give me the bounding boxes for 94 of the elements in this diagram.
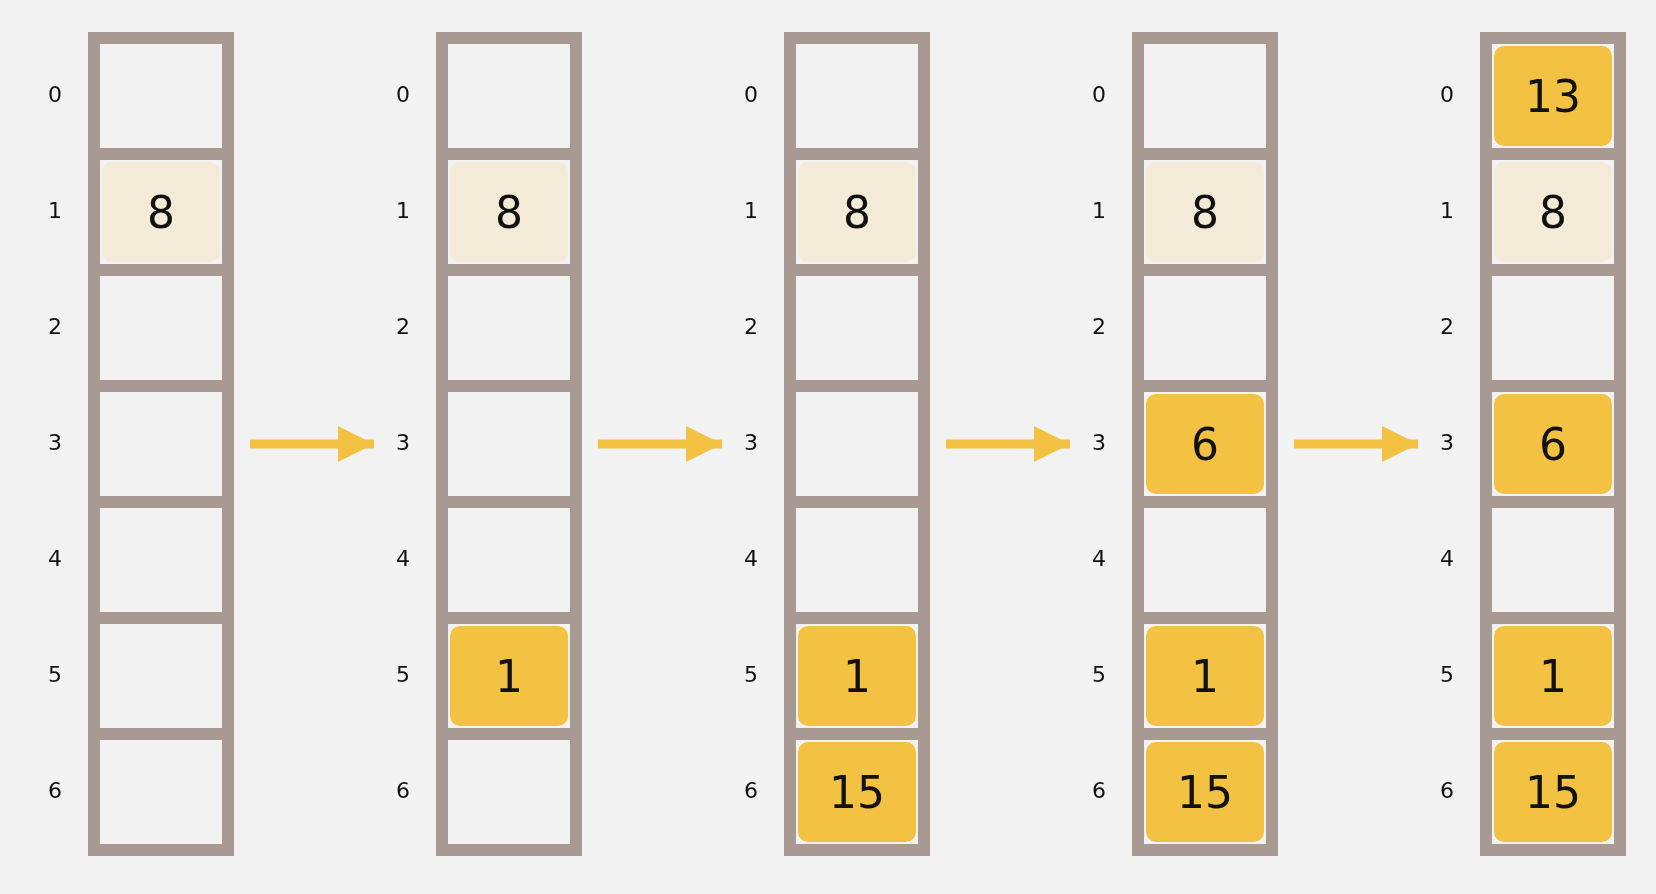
- index-label: 1: [744, 198, 758, 223]
- index-label: 2: [744, 314, 758, 339]
- value-tile: 8: [450, 162, 568, 262]
- value-tile: 15: [1494, 742, 1612, 842]
- array-cell: [94, 734, 228, 850]
- index-label: 4: [396, 546, 410, 571]
- array-frame: [1132, 32, 1278, 856]
- array-cell: [442, 386, 576, 502]
- index-label: 4: [1092, 546, 1106, 571]
- value-tile: 1: [1494, 626, 1612, 726]
- index-label: 6: [1440, 778, 1454, 803]
- array-cell: [442, 270, 576, 386]
- value-tile: 6: [1494, 394, 1612, 494]
- array-cell: [1486, 38, 1620, 154]
- array-cell: [442, 618, 576, 734]
- array-cell: [790, 502, 924, 618]
- array-cell: [1138, 270, 1272, 386]
- arrow: [250, 426, 374, 462]
- index-label: 0: [1092, 82, 1106, 107]
- index-label: 3: [396, 430, 410, 455]
- arrow: [598, 426, 722, 462]
- index-label: 1: [396, 198, 410, 223]
- array-cell: [1486, 618, 1620, 734]
- arrow: [946, 426, 1070, 462]
- array-frame: [88, 32, 234, 856]
- value-tile: 13: [1494, 46, 1612, 146]
- array-frame: [1480, 32, 1626, 856]
- array-cell: [94, 270, 228, 386]
- array-cell: [1486, 154, 1620, 270]
- array-cell: [790, 734, 924, 850]
- index-label: 5: [744, 662, 758, 687]
- array-cell: [1138, 618, 1272, 734]
- index-label: 3: [744, 430, 758, 455]
- value-tile: 8: [798, 162, 916, 262]
- array-cell: [1486, 386, 1620, 502]
- index-label: 6: [396, 778, 410, 803]
- array-cell: [94, 386, 228, 502]
- array-cell: [790, 270, 924, 386]
- array-cell: [1138, 502, 1272, 618]
- array-cell: [1138, 38, 1272, 154]
- array-cell: [790, 38, 924, 154]
- index-label: 5: [48, 662, 62, 687]
- index-label: 0: [744, 82, 758, 107]
- index-label: 3: [1440, 430, 1454, 455]
- array-cell: [1486, 502, 1620, 618]
- arrow: [1294, 426, 1418, 462]
- index-label: 0: [396, 82, 410, 107]
- index-label: 3: [48, 430, 62, 455]
- array-cell: [442, 154, 576, 270]
- value-tile: 15: [798, 742, 916, 842]
- array-cell: [94, 154, 228, 270]
- array-cell: [442, 734, 576, 850]
- index-label: 4: [744, 546, 758, 571]
- array-cell: [442, 38, 576, 154]
- value-tile: 15: [1146, 742, 1264, 842]
- index-label: 5: [1092, 662, 1106, 687]
- index-label: 4: [1440, 546, 1454, 571]
- array-cell: [94, 618, 228, 734]
- index-label: 1: [1440, 198, 1454, 223]
- value-tile: 8: [1494, 162, 1612, 262]
- array-cell: [1486, 734, 1620, 850]
- array-cell: [1138, 734, 1272, 850]
- array-cell: [790, 618, 924, 734]
- array-cell: [790, 154, 924, 270]
- array-cell: [1138, 154, 1272, 270]
- array-cell: [94, 502, 228, 618]
- value-tile: 8: [102, 162, 220, 262]
- value-tile: 1: [798, 626, 916, 726]
- array-cell: [1486, 270, 1620, 386]
- index-label: 2: [1440, 314, 1454, 339]
- index-label: 3: [1092, 430, 1106, 455]
- index-label: 1: [48, 198, 62, 223]
- index-label: 1: [1092, 198, 1106, 223]
- value-tile: 6: [1146, 394, 1264, 494]
- array-frame: [784, 32, 930, 856]
- array-cell: [790, 386, 924, 502]
- index-label: 2: [48, 314, 62, 339]
- index-label: 5: [1440, 662, 1454, 687]
- value-tile: 1: [450, 626, 568, 726]
- array-cell: [1138, 386, 1272, 502]
- index-label: 2: [1092, 314, 1106, 339]
- index-label: 2: [396, 314, 410, 339]
- index-label: 6: [744, 778, 758, 803]
- array-cell: [442, 502, 576, 618]
- array-frame: [436, 32, 582, 856]
- index-label: 6: [1092, 778, 1106, 803]
- value-tile: 1: [1146, 626, 1264, 726]
- index-label: 0: [48, 82, 62, 107]
- value-tile: 8: [1146, 162, 1264, 262]
- index-label: 6: [48, 778, 62, 803]
- array-cell: [94, 38, 228, 154]
- index-label: 5: [396, 662, 410, 687]
- index-label: 4: [48, 546, 62, 571]
- index-label: 0: [1440, 82, 1454, 107]
